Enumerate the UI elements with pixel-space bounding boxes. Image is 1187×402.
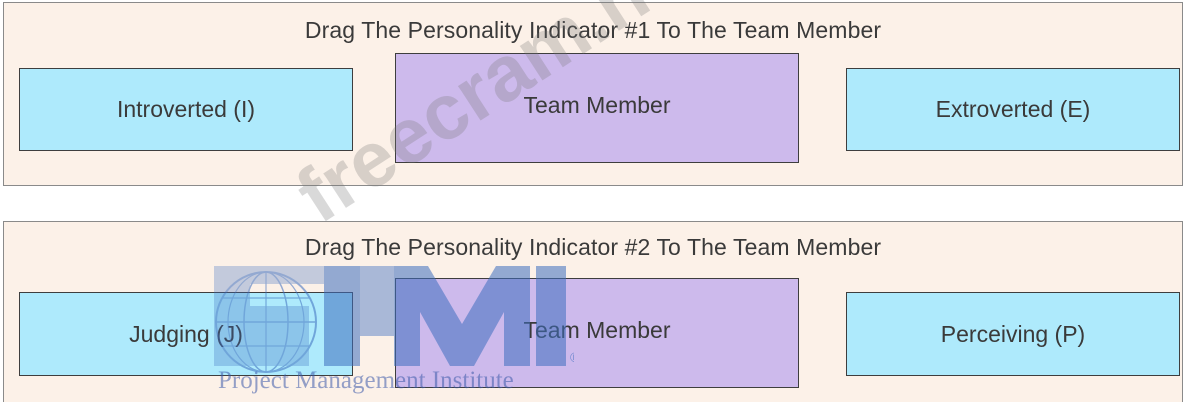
panel-2-title: Drag The Personality Indicator #2 To The… [304,234,882,260]
team-member-drop-target-2[interactable]: Team Member [395,278,799,388]
team-member-drop-target-1[interactable]: Team Member [395,53,799,163]
judging-indicator[interactable]: Judging (J) [19,292,353,376]
drag-panel-1: Drag The Personality Indicator #1 To The… [3,2,1183,186]
drag-panel-2: Drag The Personality Indicator #2 To The… [3,221,1183,402]
perceiving-indicator[interactable]: Perceiving (P) [846,292,1180,376]
introverted-indicator[interactable]: Introverted (I) [19,68,353,151]
extroverted-indicator[interactable]: Extroverted (E) [846,68,1180,151]
panel-1-title: Drag The Personality Indicator #1 To The… [304,17,882,43]
